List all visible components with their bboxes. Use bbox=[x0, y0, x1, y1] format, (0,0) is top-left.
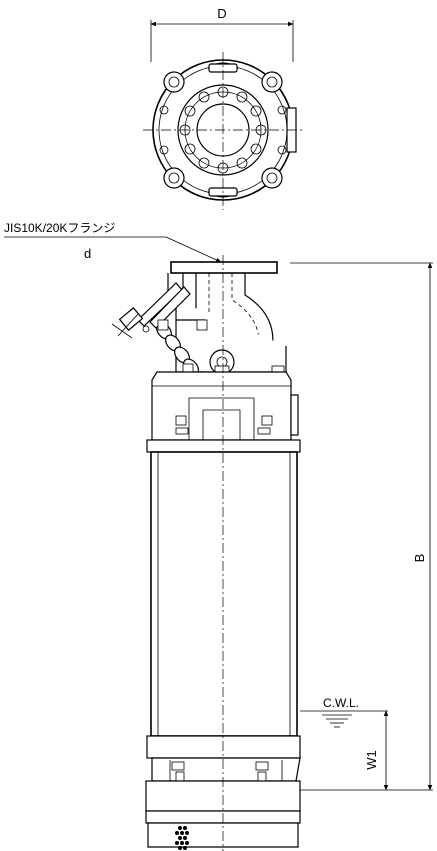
top-view: D bbox=[143, 6, 303, 210]
upper-flange-band bbox=[146, 439, 301, 453]
dimension-d: D bbox=[150, 6, 294, 62]
side-view: JIS10K/20Kフランジ d B bbox=[4, 221, 433, 851]
submergence-label: W1 bbox=[364, 750, 379, 770]
flange-diameter-label: d bbox=[84, 246, 91, 261]
lower-flange-band bbox=[146, 735, 301, 759]
strainer-holes bbox=[175, 826, 189, 850]
discharge-flange bbox=[170, 261, 278, 274]
side-terminal bbox=[290, 394, 299, 436]
corner-bolts bbox=[159, 71, 287, 189]
guide-arm bbox=[111, 282, 208, 339]
flange-spec-label: JIS10K/20Kフランジ bbox=[4, 221, 115, 235]
overall-height-label: B bbox=[412, 554, 427, 563]
water-level-label: C.W.L. bbox=[323, 696, 359, 710]
dimension-d-label: D bbox=[217, 6, 226, 21]
motor-body bbox=[150, 451, 298, 737]
water-level-mark: C.W.L. bbox=[300, 696, 388, 728]
